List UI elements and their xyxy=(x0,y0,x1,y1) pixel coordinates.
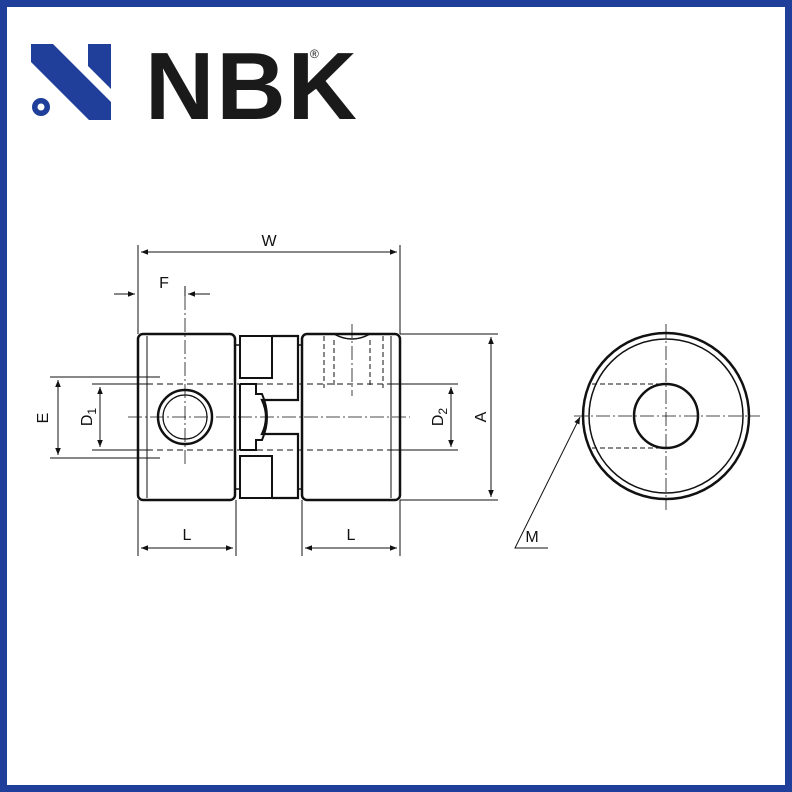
dim-l-left-label: L xyxy=(183,527,192,544)
dim-l-right-label: L xyxy=(347,527,356,544)
end-view xyxy=(574,324,760,510)
dim-w-label: W xyxy=(261,233,277,250)
nbk-logo-icon xyxy=(31,44,111,120)
dim-d2-label: D2 xyxy=(430,408,450,427)
dim-e-label: E xyxy=(35,413,52,424)
dim-a-label: A xyxy=(473,411,490,422)
dim-m-label: M xyxy=(525,529,538,546)
dimension-lines xyxy=(50,245,581,556)
registered-mark: ® xyxy=(310,47,319,61)
dim-f-label: F xyxy=(159,275,169,292)
side-view xyxy=(128,296,410,502)
brand-name: NBK xyxy=(145,33,359,140)
coupling-drawing: W F E D1 D2 A L L M xyxy=(35,233,760,556)
dim-d1-label: D1 xyxy=(79,408,99,427)
